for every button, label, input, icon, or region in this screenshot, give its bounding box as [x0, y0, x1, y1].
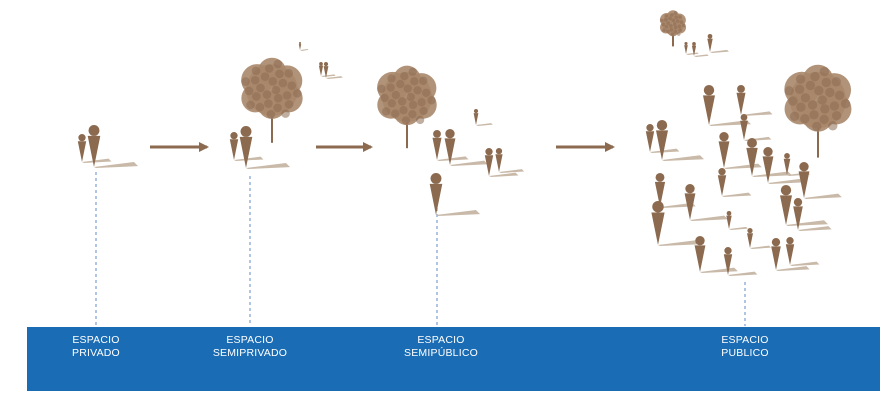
person-icon — [323, 62, 343, 79]
label-line1: ESPACIO — [226, 334, 274, 346]
person-icon — [298, 42, 309, 51]
person-icon — [654, 173, 696, 208]
label-espacio-privado: ESPACIO PRIVADO — [26, 334, 166, 360]
person-icon — [793, 198, 832, 231]
label-line2: PUBLICO — [721, 347, 769, 359]
person-icon — [77, 134, 112, 163]
tree-icon — [377, 65, 437, 149]
person-icon — [747, 228, 771, 249]
dashed-guides — [95, 172, 746, 326]
person-icon — [656, 120, 704, 161]
person-icon — [717, 168, 752, 197]
tree-icon — [784, 64, 852, 158]
person-icon — [723, 247, 758, 276]
person-icon — [684, 184, 728, 221]
person-icon — [780, 185, 828, 226]
person-icon — [691, 42, 709, 57]
label-line2: SEMIPRIVADO — [212, 347, 288, 359]
person-icon — [798, 162, 842, 199]
people — [77, 34, 842, 276]
person-icon — [229, 132, 264, 161]
person-icon — [771, 238, 810, 271]
person-icon — [87, 125, 139, 168]
label-espacio-semiprivado: ESPACIO SEMIPRIVADO — [180, 334, 320, 360]
person-icon — [239, 126, 291, 169]
person-icon — [740, 114, 772, 141]
person-icon — [495, 148, 525, 173]
person-icon — [707, 34, 729, 53]
person-icon — [444, 129, 488, 166]
label-line2: SEMIPÚBLICO — [404, 347, 478, 359]
person-icon — [684, 42, 699, 55]
label-line2: PRIVADO — [72, 347, 120, 359]
person-icon — [762, 147, 806, 184]
label-line1: ESPACIO — [721, 334, 769, 346]
person-icon — [473, 109, 493, 126]
person-icon — [484, 148, 519, 177]
person-icon — [432, 130, 469, 161]
label-espacio-publico: ESPACIO PUBLICO — [675, 334, 815, 360]
tree-icon — [659, 10, 687, 47]
person-icon — [651, 201, 705, 246]
person-icon — [429, 173, 481, 216]
label-line1: ESPACIO — [72, 334, 120, 346]
trees — [241, 10, 852, 158]
person-icon — [736, 85, 773, 116]
person-icon — [645, 124, 680, 153]
person-icon — [746, 138, 792, 177]
space-type-band — [27, 327, 880, 391]
label-line1: ESPACIO — [417, 334, 465, 346]
tree-icon — [241, 57, 303, 143]
person-icon — [318, 62, 336, 77]
person-icon — [785, 237, 820, 266]
label-espacio-semipublico: ESPACIO SEMIPÚBLICO — [371, 334, 511, 360]
person-icon — [726, 211, 748, 230]
